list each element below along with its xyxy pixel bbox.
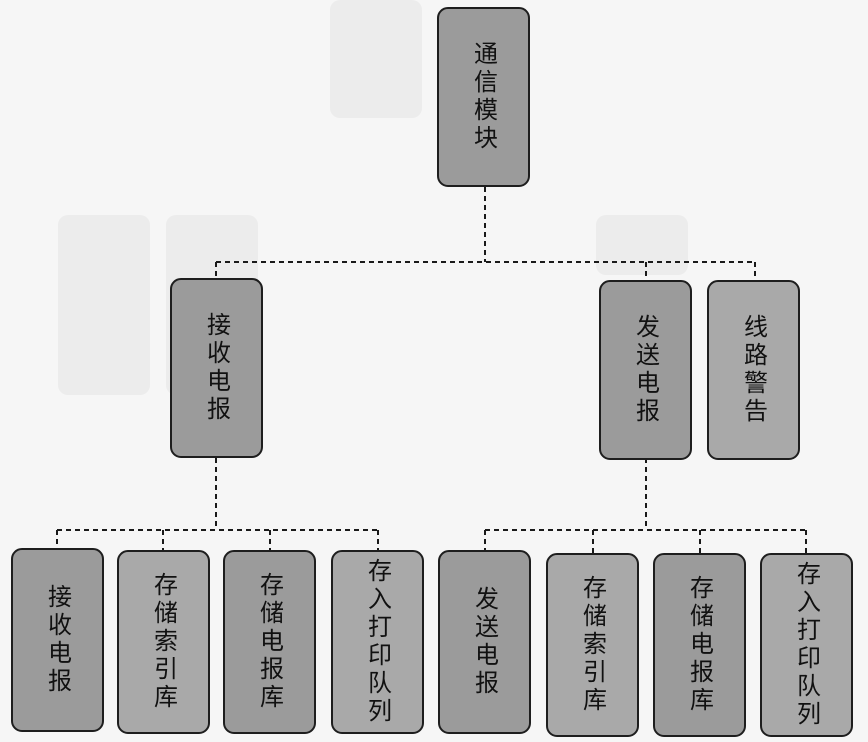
box-send-telegram: 发送电报 <box>599 280 692 460</box>
connector-receive-to-children <box>56 458 379 550</box>
box-receive-child-receive-telegram: 接收电报 <box>11 548 104 732</box>
box-receive-child-store-telegram: 存储电报库 <box>223 550 316 734</box>
background-ghost-shape <box>596 215 688 275</box>
box-send-child-print-queue: 存入打印队列 <box>760 553 853 737</box>
box-receive-child-store-index: 存储索引库 <box>117 550 210 734</box>
background-ghost-shape <box>58 215 150 395</box>
box-root-communication-module: 通信模块 <box>437 7 530 187</box>
box-send-child-send-telegram: 发送电报 <box>438 550 531 734</box>
box-line-warning: 线路警告 <box>707 280 800 460</box>
box-send-child-store-index: 存储索引库 <box>546 553 639 737</box>
box-receive-child-print-queue: 存入打印队列 <box>331 550 424 734</box>
connector-root-to-level2 <box>215 187 756 280</box>
background-ghost-shape <box>330 0 422 118</box>
connector-send-to-children <box>484 458 807 553</box>
box-receive-telegram: 接收电报 <box>170 278 263 458</box>
box-send-child-store-telegram: 存储电报库 <box>653 553 746 737</box>
